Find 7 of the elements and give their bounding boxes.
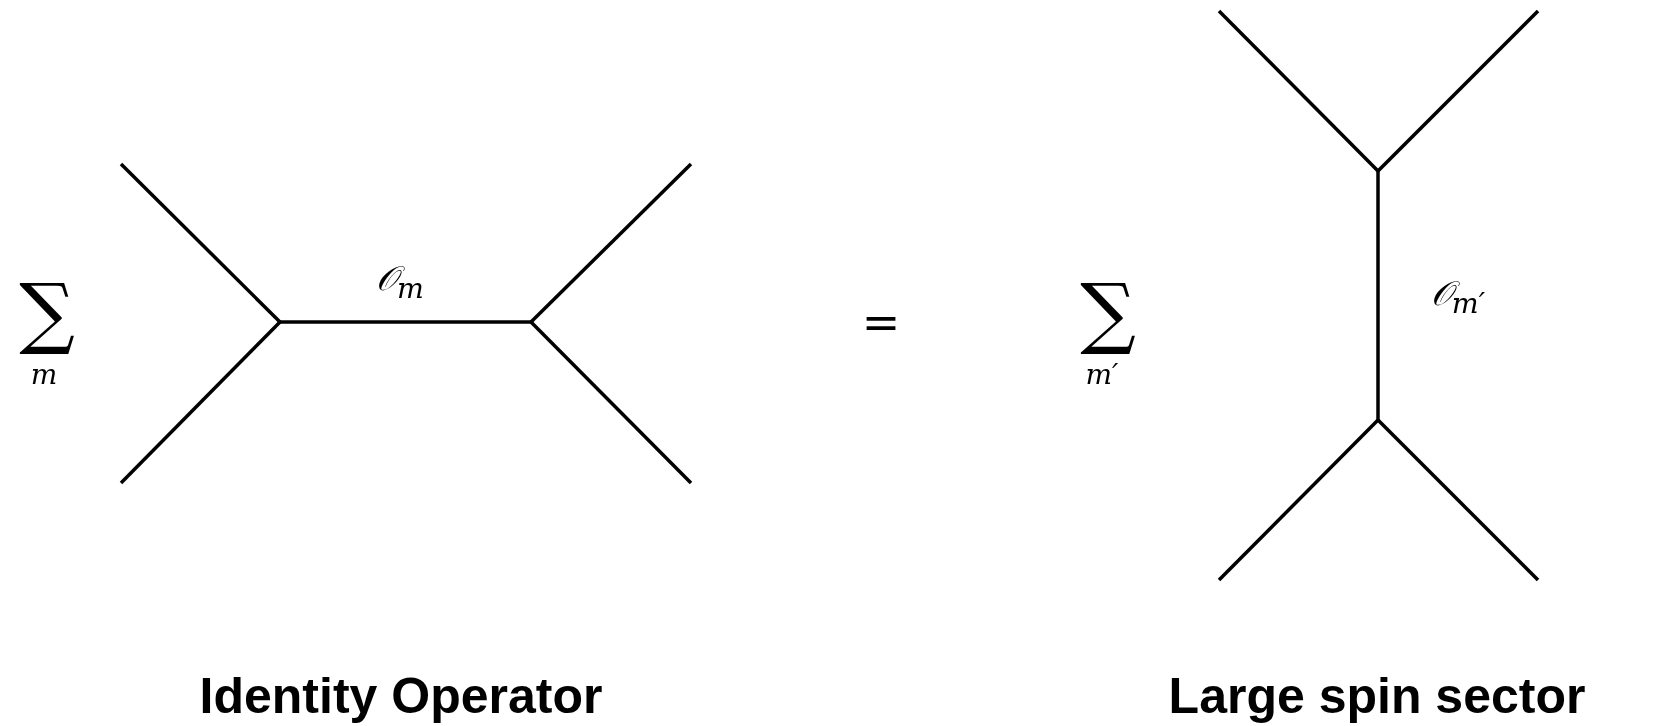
summation-index: m′ bbox=[1085, 361, 1119, 389]
panel-label: Identity Operator bbox=[199, 671, 603, 721]
summation-index: m bbox=[30, 361, 58, 389]
operator-label: 𝒪$_{m}$ bbox=[376, 260, 424, 304]
panel-label: Large spin sector bbox=[1168, 671, 1586, 721]
equals-sign: = bbox=[861, 299, 901, 345]
operator-label: 𝒪$_{m′}$ bbox=[1430, 275, 1486, 319]
